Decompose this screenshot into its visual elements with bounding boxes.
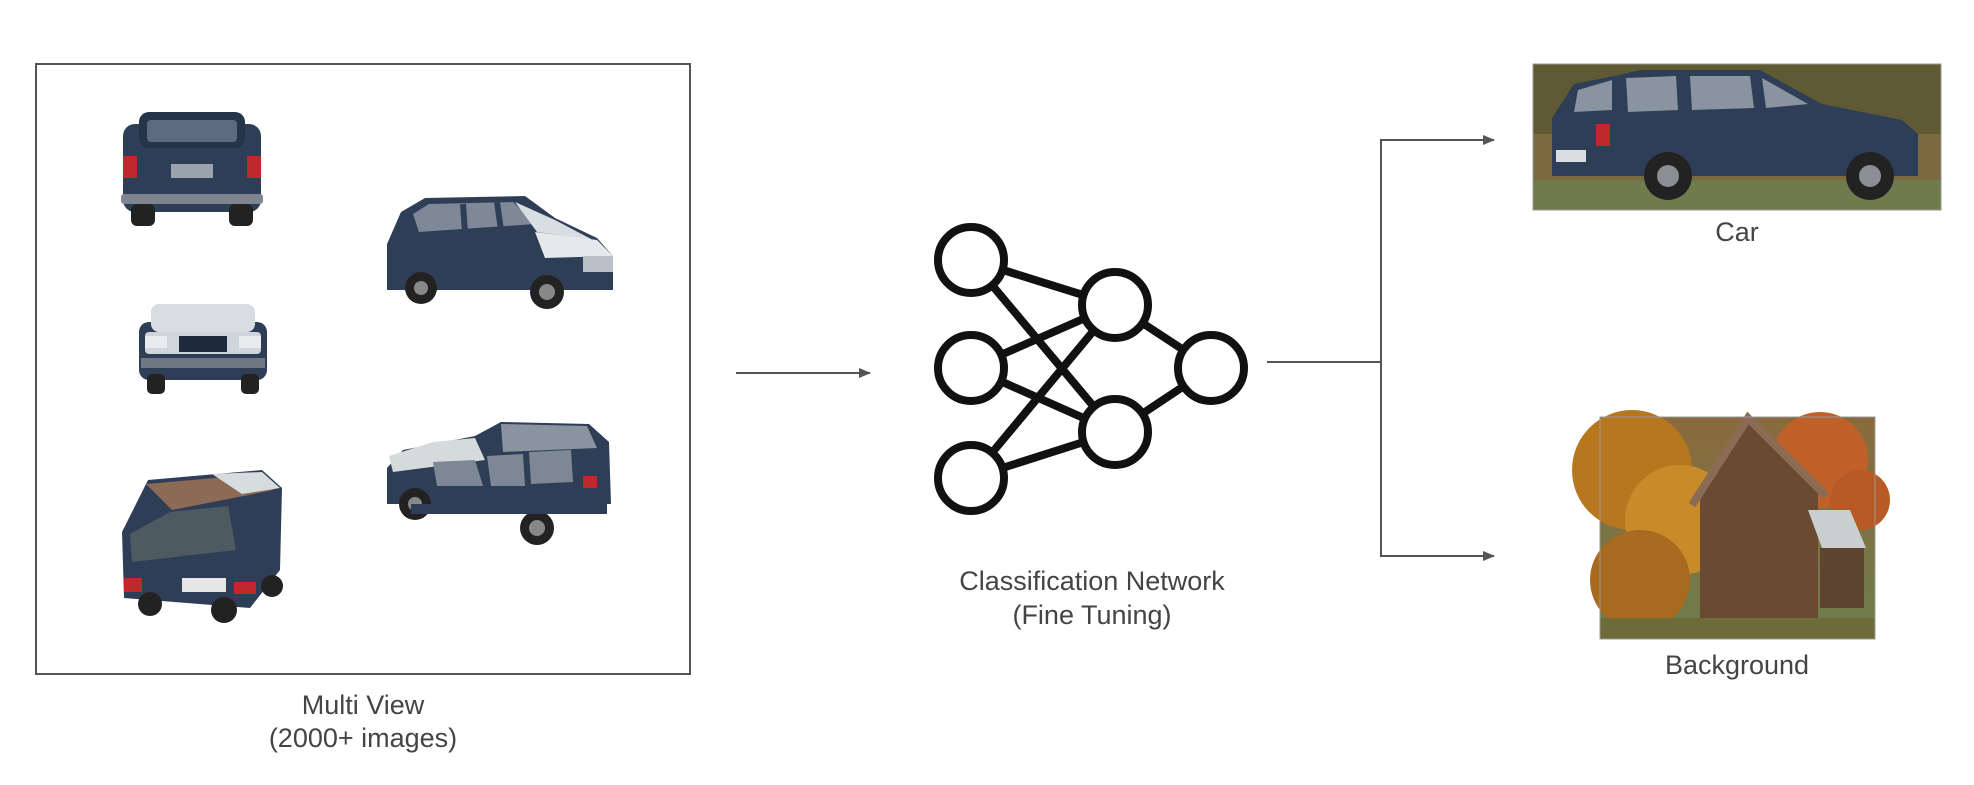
input-node-3 bbox=[934, 441, 1008, 515]
input-node-1 bbox=[934, 223, 1008, 297]
output-node bbox=[1174, 331, 1248, 405]
multi-view-label-line2: (2000+ images) bbox=[269, 723, 457, 753]
output-branch-connector bbox=[1267, 135, 1495, 561]
background-output-image bbox=[1572, 410, 1890, 640]
network-label-line2: (Fine Tuning) bbox=[1012, 600, 1171, 630]
car-rear-view-image bbox=[121, 112, 263, 226]
hidden-node-1 bbox=[1078, 268, 1152, 342]
multi-view-panel: Multi View (2000+ images) bbox=[35, 63, 691, 753]
network-label-line1: Classification Network bbox=[959, 566, 1225, 596]
background-output-label: Background bbox=[1665, 650, 1809, 680]
car-left-side-view-image bbox=[387, 422, 611, 545]
multi-view-label-line1: Multi View bbox=[302, 690, 425, 720]
car-rear-top-view-image bbox=[122, 470, 283, 623]
car-output-label: Car bbox=[1715, 217, 1759, 247]
car-front-right-view-image bbox=[387, 196, 613, 309]
car-front-view-image bbox=[139, 304, 267, 394]
neural-network-icon bbox=[934, 223, 1248, 515]
input-node-2 bbox=[934, 331, 1008, 405]
car-output-image bbox=[1532, 63, 1942, 211]
hidden-node-2 bbox=[1078, 395, 1152, 469]
